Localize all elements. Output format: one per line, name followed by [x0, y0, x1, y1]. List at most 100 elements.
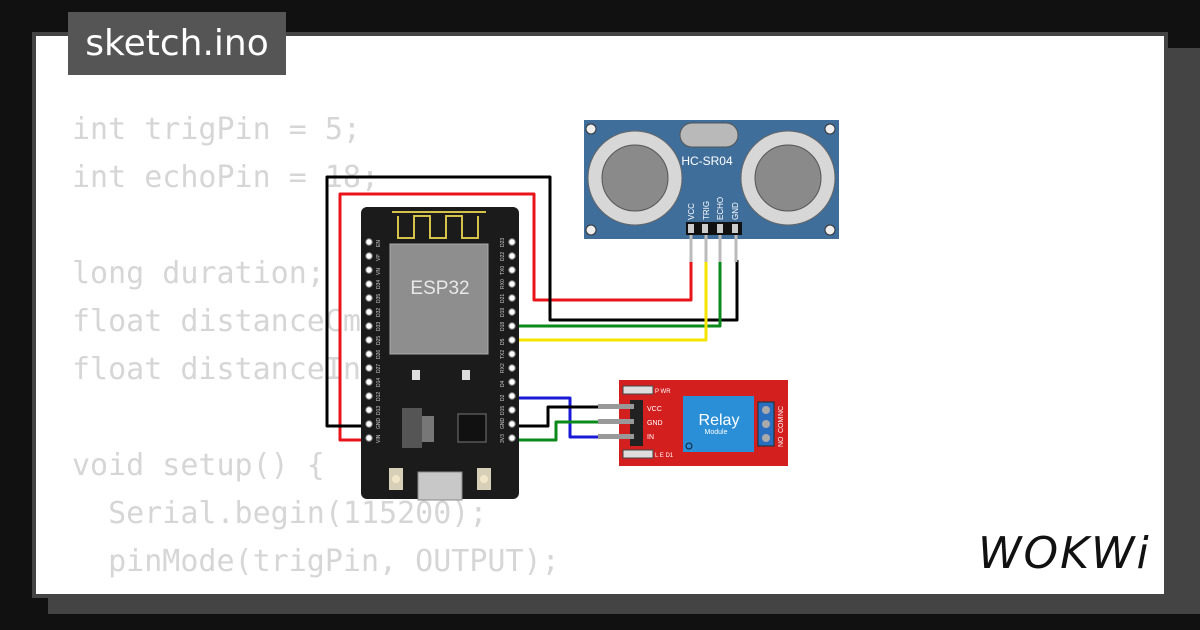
mount-hole: [585, 123, 597, 135]
relay-subtitle: Module: [705, 429, 728, 436]
smd-part: [622, 385, 654, 395]
code-line: pinMode(echoPin, INPUT);: [72, 586, 560, 594]
code-line: Serial.begin(115200);: [72, 496, 488, 531]
regulator: [402, 408, 422, 448]
esp32-pin-label: D12: [376, 392, 382, 401]
esp32-pin[interactable]: [508, 392, 516, 400]
esp32-pin[interactable]: [365, 238, 373, 246]
esp32-pin[interactable]: [508, 336, 516, 344]
esp32-pin[interactable]: [508, 364, 516, 372]
esp32-pin[interactable]: [365, 280, 373, 288]
esp32-pin[interactable]: [365, 336, 373, 344]
esp32-pin[interactable]: [508, 378, 516, 386]
esp32-module: [389, 243, 489, 355]
relay-terminal-label: NC: [778, 406, 785, 416]
esp32-pin-label: D25: [376, 336, 382, 345]
esp32-pin[interactable]: [365, 252, 373, 260]
esp32-pin[interactable]: [365, 378, 373, 386]
sensor-pin: [702, 224, 708, 233]
esp32-board[interactable]: ESP32 ENVPVND34D35D32D33D25D26D27D14D12D…: [361, 207, 519, 501]
relay-pin: [598, 404, 634, 409]
esp32-pin-label: D13: [376, 406, 382, 415]
sensor-pin-label: GND: [731, 202, 740, 220]
boot-button-cap: [480, 475, 488, 483]
esp32-pin[interactable]: [365, 406, 373, 414]
code-line: pinMode(trigPin, OUTPUT);: [72, 544, 560, 579]
wokwi-logo-text: WOKWi: [978, 528, 1150, 576]
esp32-pin-label: VIN: [376, 434, 382, 443]
esp32-pin-label: D18: [500, 322, 506, 331]
esp32-pin[interactable]: [365, 434, 373, 442]
esp32-pin-label: D23: [500, 238, 506, 247]
mount-hole: [824, 224, 836, 236]
code-line: void setup() {: [72, 448, 325, 483]
relay-block: [683, 396, 754, 452]
esp32-right-pins: D23D22TX0RX0D21D19D18D5TX2RX2D4D2D15GND3…: [500, 238, 516, 443]
sensor-pin-leads: [689, 235, 738, 262]
relay-module[interactable]: P WR L E D1 VCC GND IN Relay Module NO C…: [598, 380, 788, 466]
wire-green: [512, 260, 722, 328]
esp32-pin[interactable]: [508, 280, 516, 288]
esp32-pin-label: D2: [500, 394, 506, 401]
sensor-pin: [717, 224, 723, 233]
transducer-right-mesh: [754, 144, 822, 212]
sensor-pin: [732, 224, 738, 233]
relay-terminal-label: COM: [778, 417, 785, 434]
esp32-pin[interactable]: [365, 294, 373, 302]
esp32-pin[interactable]: [365, 266, 373, 274]
wire-red: [338, 192, 693, 442]
esp32-pin[interactable]: [508, 308, 516, 316]
esp32-pin[interactable]: [508, 420, 516, 428]
smd-part: [412, 370, 420, 380]
wire-blue: [512, 396, 600, 439]
esp32-label: ESP32: [410, 278, 469, 299]
esp32-pin-label: D33: [376, 322, 382, 331]
wire-yellow: [512, 260, 708, 342]
esp32-pin[interactable]: [365, 350, 373, 358]
esp32-pin-label: D15: [500, 406, 506, 415]
esp32-pin[interactable]: [365, 322, 373, 330]
esp32-pin[interactable]: [508, 350, 516, 358]
esp32-pin[interactable]: [508, 406, 516, 414]
esp32-pin[interactable]: [365, 420, 373, 428]
esp32-pin-label: D26: [376, 350, 382, 359]
esp32-pin[interactable]: [508, 266, 516, 274]
terminal-screw: [762, 406, 770, 414]
mount-hole: [824, 123, 836, 135]
esp32-pin[interactable]: [365, 364, 373, 372]
code-line: long duration;: [72, 256, 325, 291]
file-tab-label: sketch.ino: [85, 23, 269, 64]
esp32-pin[interactable]: [508, 252, 516, 260]
esp32-pin[interactable]: [508, 434, 516, 442]
esp32-pin-label: D35: [376, 294, 382, 303]
file-tab[interactable]: sketch.ino: [68, 12, 286, 75]
esp32-left-pins: ENVPVND34D35D32D33D25D26D27D14D12D13GNDV…: [365, 238, 382, 443]
esp32-pin[interactable]: [365, 308, 373, 316]
esp32-pin-label: RX2: [500, 363, 506, 373]
esp32-pin-label: GND: [500, 418, 506, 430]
esp32-pin[interactable]: [508, 294, 516, 302]
usb-chip: [457, 413, 487, 443]
esp32-pin-label: D34: [376, 280, 382, 289]
crystal: [679, 122, 739, 148]
esp32-pin[interactable]: [365, 392, 373, 400]
relay-pin: [598, 419, 634, 424]
esp32-pin[interactable]: [508, 238, 516, 246]
sensor-pin-label: ECHO: [716, 197, 725, 220]
wire-green-relay: [512, 420, 600, 442]
hcsr04-sensor[interactable]: HC-SR04 VCC TRIG ECHO GND: [584, 120, 839, 239]
relay-pin: [598, 434, 634, 439]
wire-black-relay: [512, 405, 600, 428]
esp32-pin-label: D4: [500, 380, 506, 387]
wokwi-logo: WOKWi: [978, 528, 1150, 576]
esp32-pin[interactable]: [508, 322, 516, 330]
sensor-pin-label: VCC: [687, 203, 696, 220]
relay-terminal-label: NO: [778, 436, 785, 447]
esp32-pin-label: TX0: [500, 266, 506, 275]
esp32-pin-label: D19: [500, 308, 506, 317]
wires: [325, 175, 739, 442]
esp32-pin-label: EN: [376, 240, 382, 247]
relay-title: Relay: [699, 412, 740, 429]
usb-port: [417, 471, 463, 501]
